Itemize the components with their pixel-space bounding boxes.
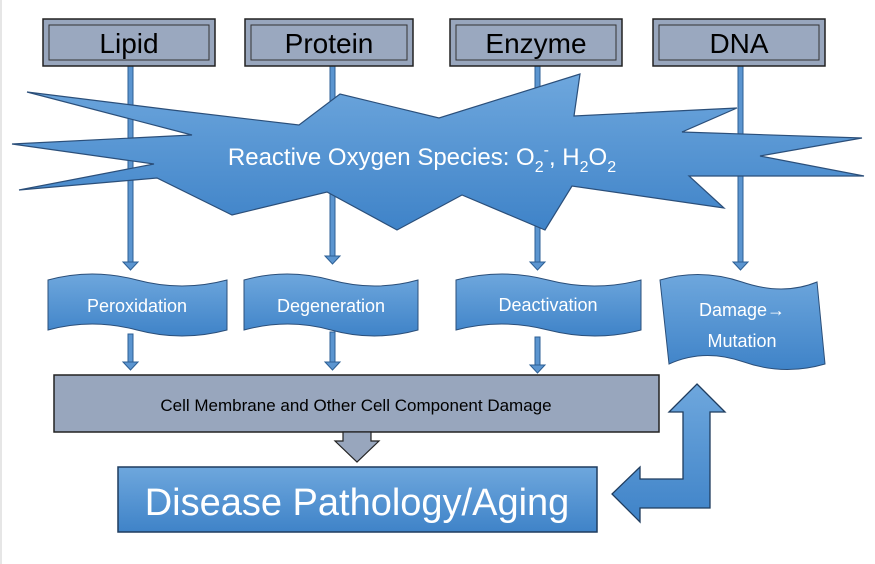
ros-burst: Reactive Oxygen Species: O2-, H2O2: [11, 73, 865, 231]
cell-damage-label: Cell Membrane and Other Cell Component D…: [160, 396, 551, 415]
source-label: DNA: [709, 28, 768, 59]
source-label: Protein: [285, 28, 374, 59]
effect-label: Mutation: [707, 331, 776, 351]
effect-deactivation: Deactivation: [455, 273, 642, 337]
source-box-lipid: Lipid: [42, 18, 216, 67]
outcome-box: Disease Pathology/Aging: [117, 466, 598, 533]
effect-label: Peroxidation: [87, 296, 187, 316]
effect-label: Damage→: [699, 300, 785, 320]
effect-peroxidation: Peroxidation: [47, 273, 228, 337]
source-label: Enzyme: [485, 28, 586, 59]
feedback-arrow: [611, 383, 727, 524]
source-box-protein: Protein: [244, 18, 414, 67]
outcome-label: Disease Pathology/Aging: [145, 482, 570, 524]
source-box-enzyme: Enzyme: [449, 18, 623, 67]
effect-damage-mutation: Damage→ Mutation: [659, 274, 826, 370]
source-box-dna: DNA: [652, 18, 826, 67]
effect-label: Degeneration: [277, 296, 385, 316]
cell-damage-box: Cell Membrane and Other Cell Component D…: [53, 374, 660, 433]
effect-degeneration: Degeneration: [243, 273, 419, 337]
effect-label: Deactivation: [498, 295, 597, 315]
gray-down-arrow: [333, 431, 381, 463]
down-arrows: [121, 331, 547, 374]
ros-label: Reactive Oxygen Species: O2-, H2O2: [228, 142, 616, 176]
source-label: Lipid: [99, 28, 158, 59]
